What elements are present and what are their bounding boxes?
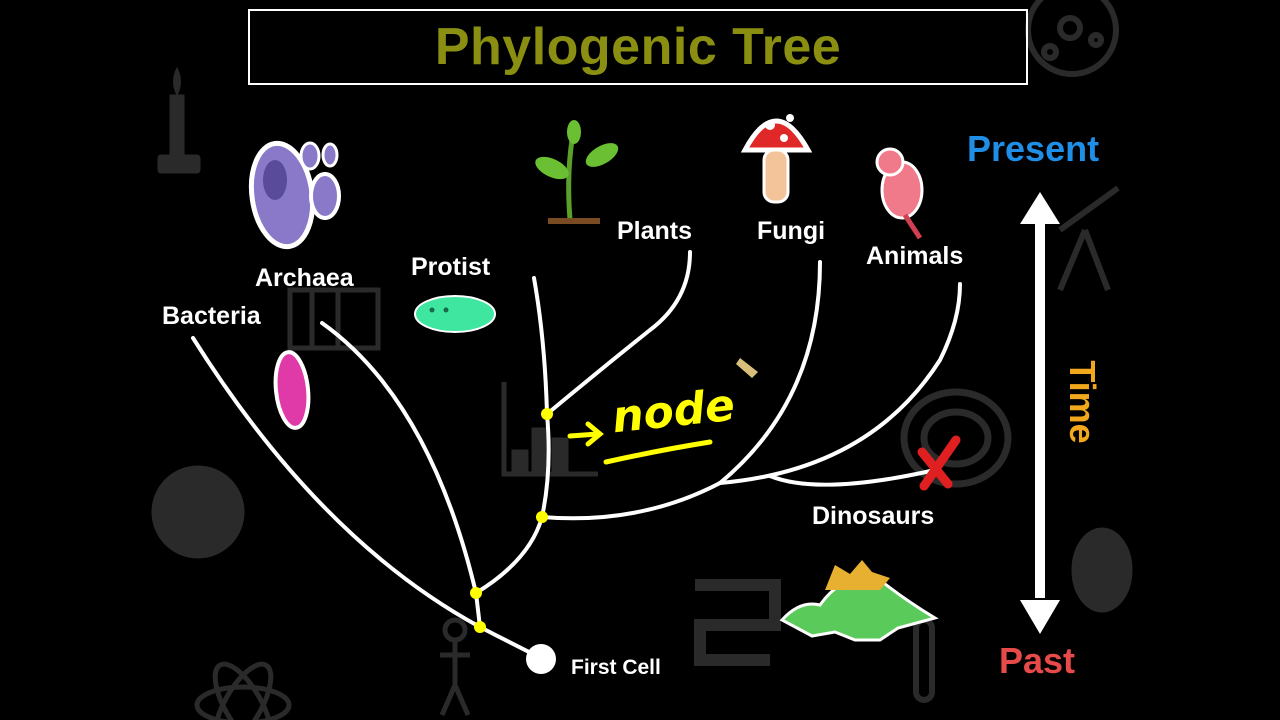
label-time: Time (1062, 360, 1103, 444)
bacteria-icon (273, 350, 311, 430)
label-plants: Plants (617, 217, 693, 245)
dinosaur-icon (779, 560, 939, 642)
fossil-icon (900, 388, 1012, 488)
time-arrow (1020, 192, 1060, 634)
title-box: Phylogenic Tree (248, 9, 1028, 85)
label-protist: Protist (411, 253, 491, 281)
skeleton-icon (439, 617, 471, 716)
branch-protist-stem (540, 412, 551, 519)
protist-icon (414, 295, 496, 333)
branch-archaea (320, 321, 478, 595)
first-cell-dot (526, 644, 556, 674)
label-fungi: Fungi (757, 217, 826, 245)
node-dot (470, 587, 482, 599)
branch-plants (545, 250, 692, 416)
label-dinosaurs: Dinosaurs (812, 502, 935, 530)
petri-dish-icon (1025, 0, 1119, 77)
bar-chart-icon (501, 382, 598, 477)
atom-icon (194, 661, 292, 720)
tree-branches (191, 250, 962, 660)
plant-sprout-icon (535, 120, 619, 224)
telescope-icon (1057, 185, 1120, 292)
node-annotation-arrow (567, 421, 713, 465)
label-first-cell: First Cell (571, 656, 661, 679)
brain-icon (1071, 527, 1133, 613)
extinct-x-icon (917, 435, 961, 491)
planet-icon (151, 465, 245, 559)
bird-icon (875, 147, 924, 240)
branch-eukarya-stem (474, 515, 544, 595)
intestine-icon (694, 579, 781, 666)
label-bacteria: Bacteria (162, 302, 261, 330)
node-dot (474, 621, 486, 633)
label-past: Past (999, 640, 1076, 681)
branch-protist (532, 276, 549, 416)
label-archaea: Archaea (255, 264, 354, 292)
background-decorations (151, 0, 1133, 720)
label-present: Present (967, 128, 1100, 169)
tree-nodes (470, 408, 553, 633)
branch-fungi (718, 260, 822, 485)
branch-opisthokonta (540, 481, 722, 521)
branch-bacteria (191, 336, 482, 629)
archaea-icon (248, 140, 341, 250)
mushroom-icon (740, 114, 813, 204)
bunsen-burner-icon (157, 66, 201, 174)
building-icon (287, 287, 381, 351)
pencil-cursor-icon (736, 358, 758, 378)
branch-dinosaurs (768, 468, 937, 487)
branch-animals (718, 282, 962, 485)
node-dot (541, 408, 553, 420)
page-title: Phylogenic Tree (434, 18, 842, 76)
node-dot (536, 511, 548, 523)
label-animals: Animals (866, 242, 964, 270)
thermometer-icon (913, 617, 935, 703)
